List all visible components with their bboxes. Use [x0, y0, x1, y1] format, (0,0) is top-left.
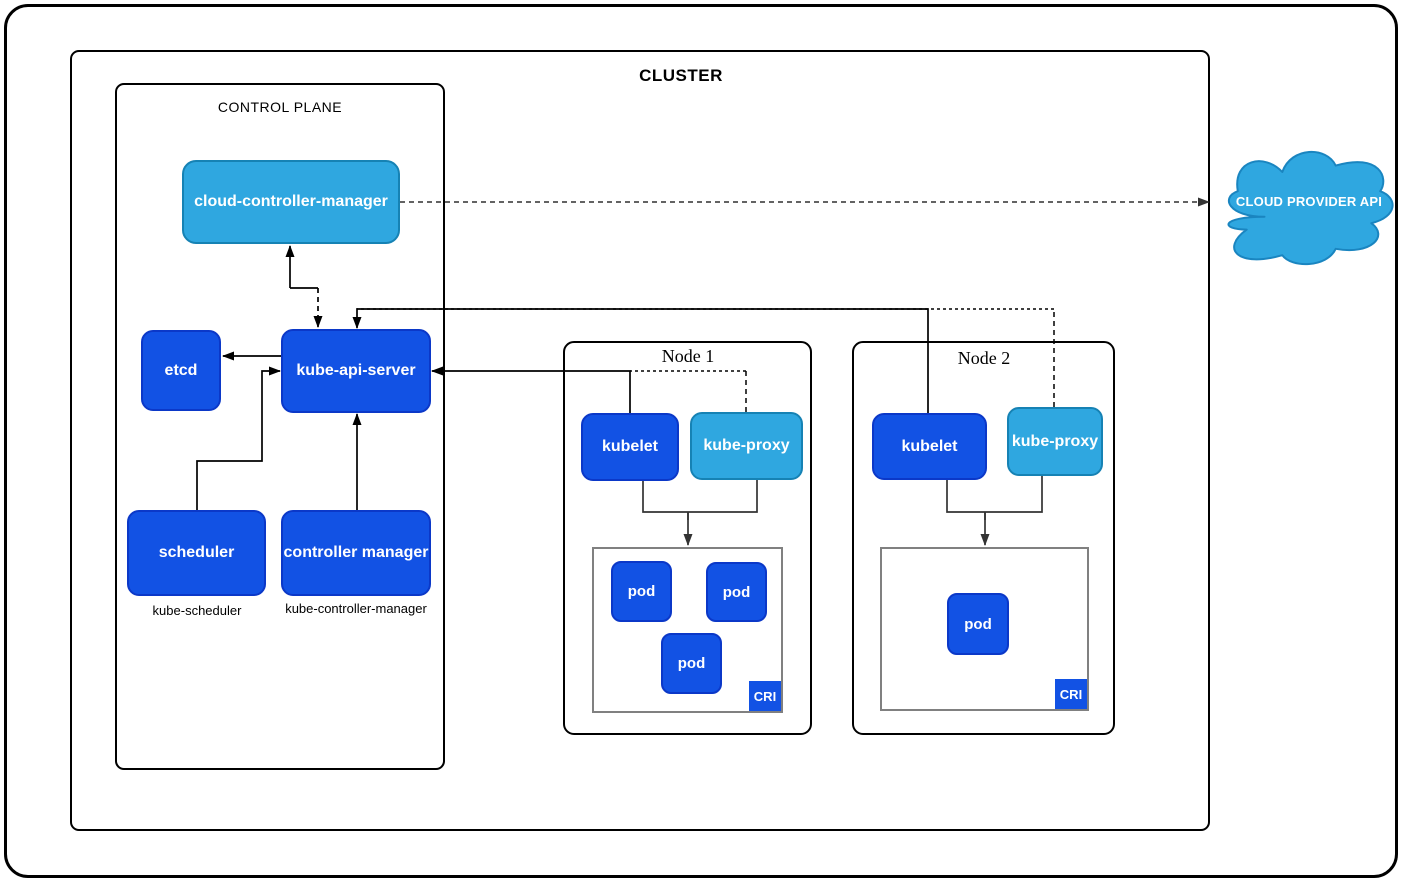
node1-cri-badge: CRI [749, 681, 781, 711]
node2-cri-badge: CRI [1055, 679, 1087, 709]
page-border [4, 4, 1398, 878]
cluster-label: CLUSTER [639, 66, 723, 85]
control-plane-label: CONTROL PLANE [217, 99, 343, 115]
node1-cri-container [592, 547, 783, 713]
scheduler-box: scheduler [127, 510, 266, 596]
cloud-provider-api-label: CLOUD PROVIDER API [1235, 194, 1383, 209]
scheduler-caption: kube-scheduler [152, 603, 242, 618]
cloud-provider-api-shape [1227, 151, 1394, 266]
node1-label: Node 1 [661, 346, 715, 366]
cluster-container [70, 50, 1210, 831]
node2-pod-1: pod [947, 593, 1009, 655]
node1-kubelet-box: kubelet [581, 413, 679, 481]
node1-pod-3: pod [661, 633, 722, 694]
controller-manager-caption: kube-controller-manager [285, 601, 427, 616]
etcd-box: etcd [141, 330, 221, 411]
control-plane-container [115, 83, 445, 770]
kube-api-server-box: kube-api-server [281, 329, 431, 413]
controller-manager-box: controller manager [281, 510, 431, 596]
cloud-controller-manager-box: cloud-controller-manager [182, 160, 400, 244]
node2-cri-container [880, 547, 1089, 711]
node1-pod-1: pod [611, 561, 672, 622]
node1-pod-2: pod [706, 562, 767, 622]
node1-kube-proxy-box: kube-proxy [690, 412, 803, 480]
node2-label: Node 2 [957, 348, 1011, 368]
node2-kubelet-box: kubelet [872, 413, 987, 480]
node2-container [852, 341, 1115, 735]
node2-kube-proxy-box: kube-proxy [1007, 407, 1103, 476]
